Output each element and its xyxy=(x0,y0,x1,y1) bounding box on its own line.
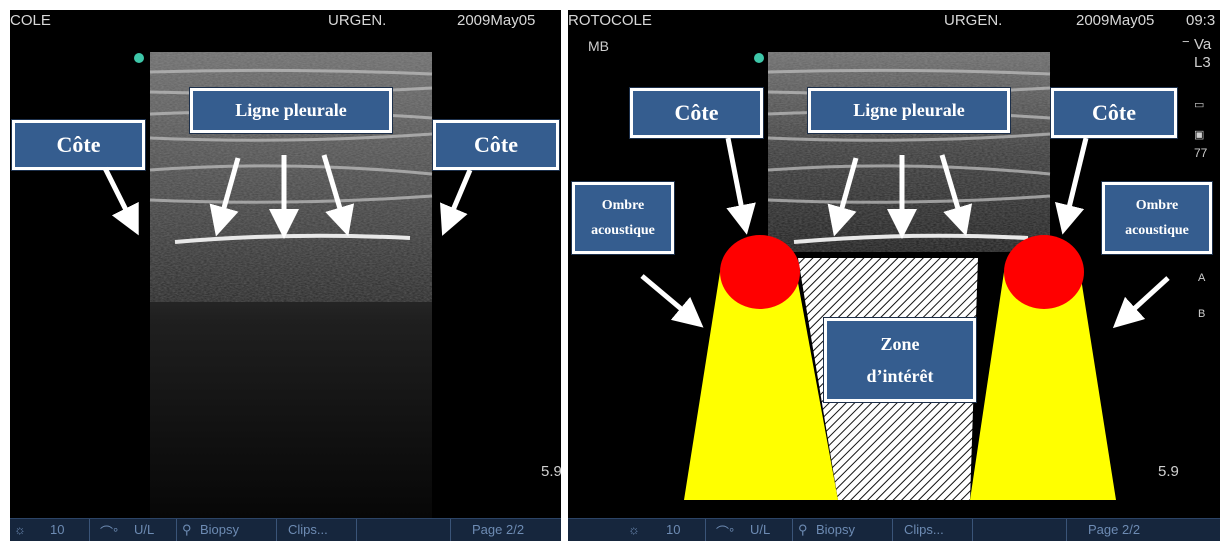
arrows-left xyxy=(10,10,561,541)
toolbar-divider xyxy=(450,519,451,541)
arrows-right xyxy=(568,10,1220,541)
toolbar-divider xyxy=(356,519,357,541)
bottom-toolbar-right: ☼ 10 ⌒° U/L ⚲ Biopsy Clips... Page 2/2 xyxy=(568,518,1220,541)
arrow-rib-right xyxy=(448,170,470,222)
page-indicator[interactable]: Page 2/2 xyxy=(472,522,524,537)
ul-button[interactable]: U/L xyxy=(134,522,154,537)
biopsy-button[interactable]: Biopsy xyxy=(816,522,855,537)
arrow-pleura-3 xyxy=(942,155,962,222)
gain-value[interactable]: 10 xyxy=(50,522,64,537)
toolbar-divider xyxy=(705,519,706,541)
page-indicator[interactable]: Page 2/2 xyxy=(1088,522,1140,537)
clips-button[interactable]: Clips... xyxy=(904,522,944,537)
ultrasound-image-right: ROTOCOLE URGEN. 2009May05 09:3 MB − Va L… xyxy=(568,10,1220,541)
arrow-pleura-1 xyxy=(838,158,856,222)
toolbar-divider xyxy=(892,519,893,541)
probe-icon[interactable]: ⌒° xyxy=(100,522,118,541)
toolbar-divider xyxy=(89,519,90,541)
arrow-shadow-left xyxy=(642,276,692,318)
biopsy-icon[interactable]: ⚲ xyxy=(798,522,808,538)
toolbar-divider xyxy=(276,519,277,541)
probe-icon[interactable]: ⌒° xyxy=(716,522,734,541)
biopsy-button[interactable]: Biopsy xyxy=(200,522,239,537)
arrow-shadow-right xyxy=(1124,278,1168,318)
toolbar-divider xyxy=(792,519,793,541)
biopsy-icon[interactable]: ⚲ xyxy=(182,522,192,538)
brightness-icon[interactable]: ☼ xyxy=(628,522,640,537)
ultrasound-image-left: COLE URGEN. 2009May05 Côte Ligne pleural… xyxy=(10,10,561,541)
toolbar-divider xyxy=(1066,519,1067,541)
clips-button[interactable]: Clips... xyxy=(288,522,328,537)
arrow-rib-right xyxy=(1066,138,1086,220)
arrow-rib-left xyxy=(105,168,132,222)
toolbar-divider xyxy=(176,519,177,541)
brightness-icon[interactable]: ☼ xyxy=(14,522,26,537)
gain-value[interactable]: 10 xyxy=(666,522,680,537)
depth-value: 5.9 xyxy=(1158,463,1179,480)
arrow-pleura-1 xyxy=(220,158,238,222)
bottom-toolbar-left: ☼ 10 ⌒° U/L ⚲ Biopsy Clips... Page 2/2 xyxy=(10,518,561,541)
arrow-rib-left xyxy=(728,138,744,220)
depth-value: 5.9 xyxy=(541,463,561,480)
arrow-pleura-3 xyxy=(324,155,344,222)
ul-button[interactable]: U/L xyxy=(750,522,770,537)
toolbar-divider xyxy=(972,519,973,541)
